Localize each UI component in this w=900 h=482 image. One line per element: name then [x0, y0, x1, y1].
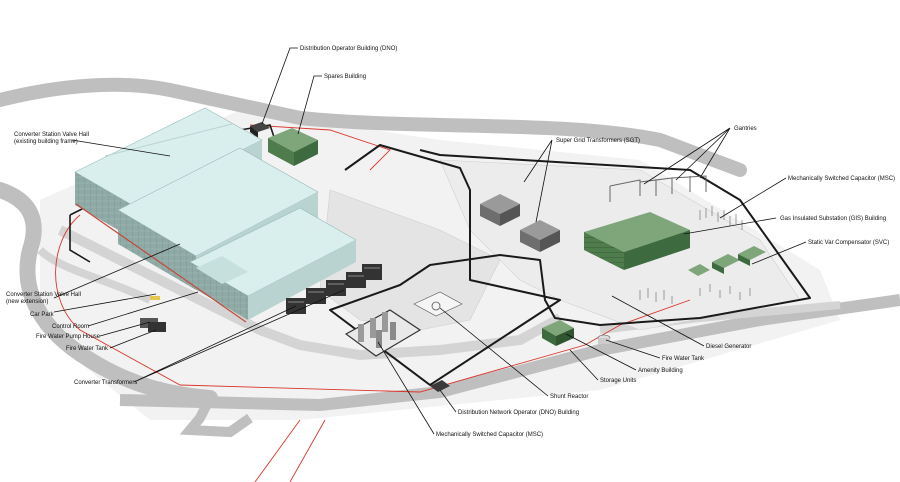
amenity-building	[542, 320, 574, 346]
label-valve-hall-extension-line2: (new extension)	[6, 299, 48, 305]
label-dno-network-building: Distribution Network Operator (DNO) Buil…	[458, 410, 579, 416]
leader-converter-transformers	[133, 289, 345, 383]
label-control-room: Control Room	[52, 324, 89, 330]
label-svc: Static Var Compensator (SVC)	[808, 240, 889, 246]
label-dno-building: Distribution Operator Building (DNO)	[300, 46, 397, 52]
valve-hall-extension	[75, 203, 357, 323]
leader-control-room	[87, 291, 199, 327]
label-car-park: Car Park	[30, 312, 55, 318]
labels: Distribution Operator Building (DNO) Spa…	[6, 46, 895, 438]
dno-building	[250, 122, 270, 138]
leader-gantries	[643, 127, 731, 185]
leader-dno	[261, 47, 298, 125]
leader-diesel	[611, 295, 705, 347]
south-road	[119, 294, 900, 412]
leader-fire-tank-left	[109, 329, 157, 349]
leader-msc-right	[719, 177, 787, 219]
label-amenity-building: Amenity Building	[638, 368, 683, 374]
label-gis-building: Gas Insulated Substation (GIS) Building	[780, 216, 886, 222]
label-valve-hall-extension-line1: Converter Station Valve Hall	[6, 292, 81, 298]
leader-storage	[569, 349, 599, 381]
inner-road	[57, 225, 563, 361]
converter-transformer	[306, 288, 326, 304]
north-road	[0, 77, 747, 177]
super-grid-transformers	[480, 194, 560, 252]
dno-network-building	[430, 380, 450, 392]
leader-shunt	[439, 307, 549, 397]
west-road	[0, 182, 218, 406]
label-msc-right: Mechanically Switched Capacitor (MSC)	[788, 176, 895, 182]
leader-pump-house	[99, 321, 151, 337]
east-fence	[329, 144, 811, 386]
msc-bottom-compound	[344, 309, 422, 357]
svc-buildings	[688, 246, 766, 276]
label-fire-water-tank-left: Fire Water Tank	[66, 346, 109, 352]
leader-gis	[683, 217, 777, 235]
leader-car-park	[53, 293, 157, 313]
control-room-block	[140, 296, 166, 332]
label-diesel-generator: Diesel Generator	[706, 344, 751, 350]
south-verge	[179, 395, 253, 438]
label-fire-water-tank-right: Fire Water Tank	[662, 356, 705, 362]
label-spares-building: Spares Building	[324, 74, 366, 80]
label-sgt: Super Grid Transformers (SGT)	[556, 138, 640, 144]
gantries	[609, 175, 707, 202]
label-fire-water-pump-house: Fire Water Pump House	[36, 334, 101, 340]
label-converter-transformers: Converter Transformers	[74, 380, 137, 386]
leader-sgt	[523, 139, 553, 223]
spares-building	[268, 128, 318, 166]
leader-valve-hall-existing	[71, 139, 171, 157]
leader-spares	[297, 75, 322, 135]
leader-fire-tank-right	[605, 339, 661, 359]
leader-valve-hall-extension	[53, 243, 181, 299]
shunt-reactor	[413, 291, 463, 317]
label-storage-units: Storage Units	[600, 378, 636, 384]
leader-dno-network	[439, 389, 457, 413]
fire-water-tank-right	[597, 334, 611, 344]
converter-transformer	[362, 264, 382, 280]
west-loop-road	[37, 247, 152, 304]
gis-building	[584, 212, 690, 270]
label-shunt-reactor: Shunt Reactor	[550, 394, 588, 400]
label-valve-hall-existing-line2: (existing building frame)	[14, 139, 78, 145]
leader-msc-bottom	[377, 341, 435, 435]
leader-amenity	[565, 333, 637, 371]
leader-svc	[751, 241, 807, 265]
label-valve-hall-existing-line1: Converter Station Valve Hall	[14, 132, 89, 138]
switchgear-equipment	[639, 206, 751, 304]
label-gantries: Gantries	[734, 126, 757, 132]
leader-lines	[53, 47, 807, 435]
label-msc-bottom: Mechanically Switched Capacitor (MSC)	[436, 432, 543, 438]
